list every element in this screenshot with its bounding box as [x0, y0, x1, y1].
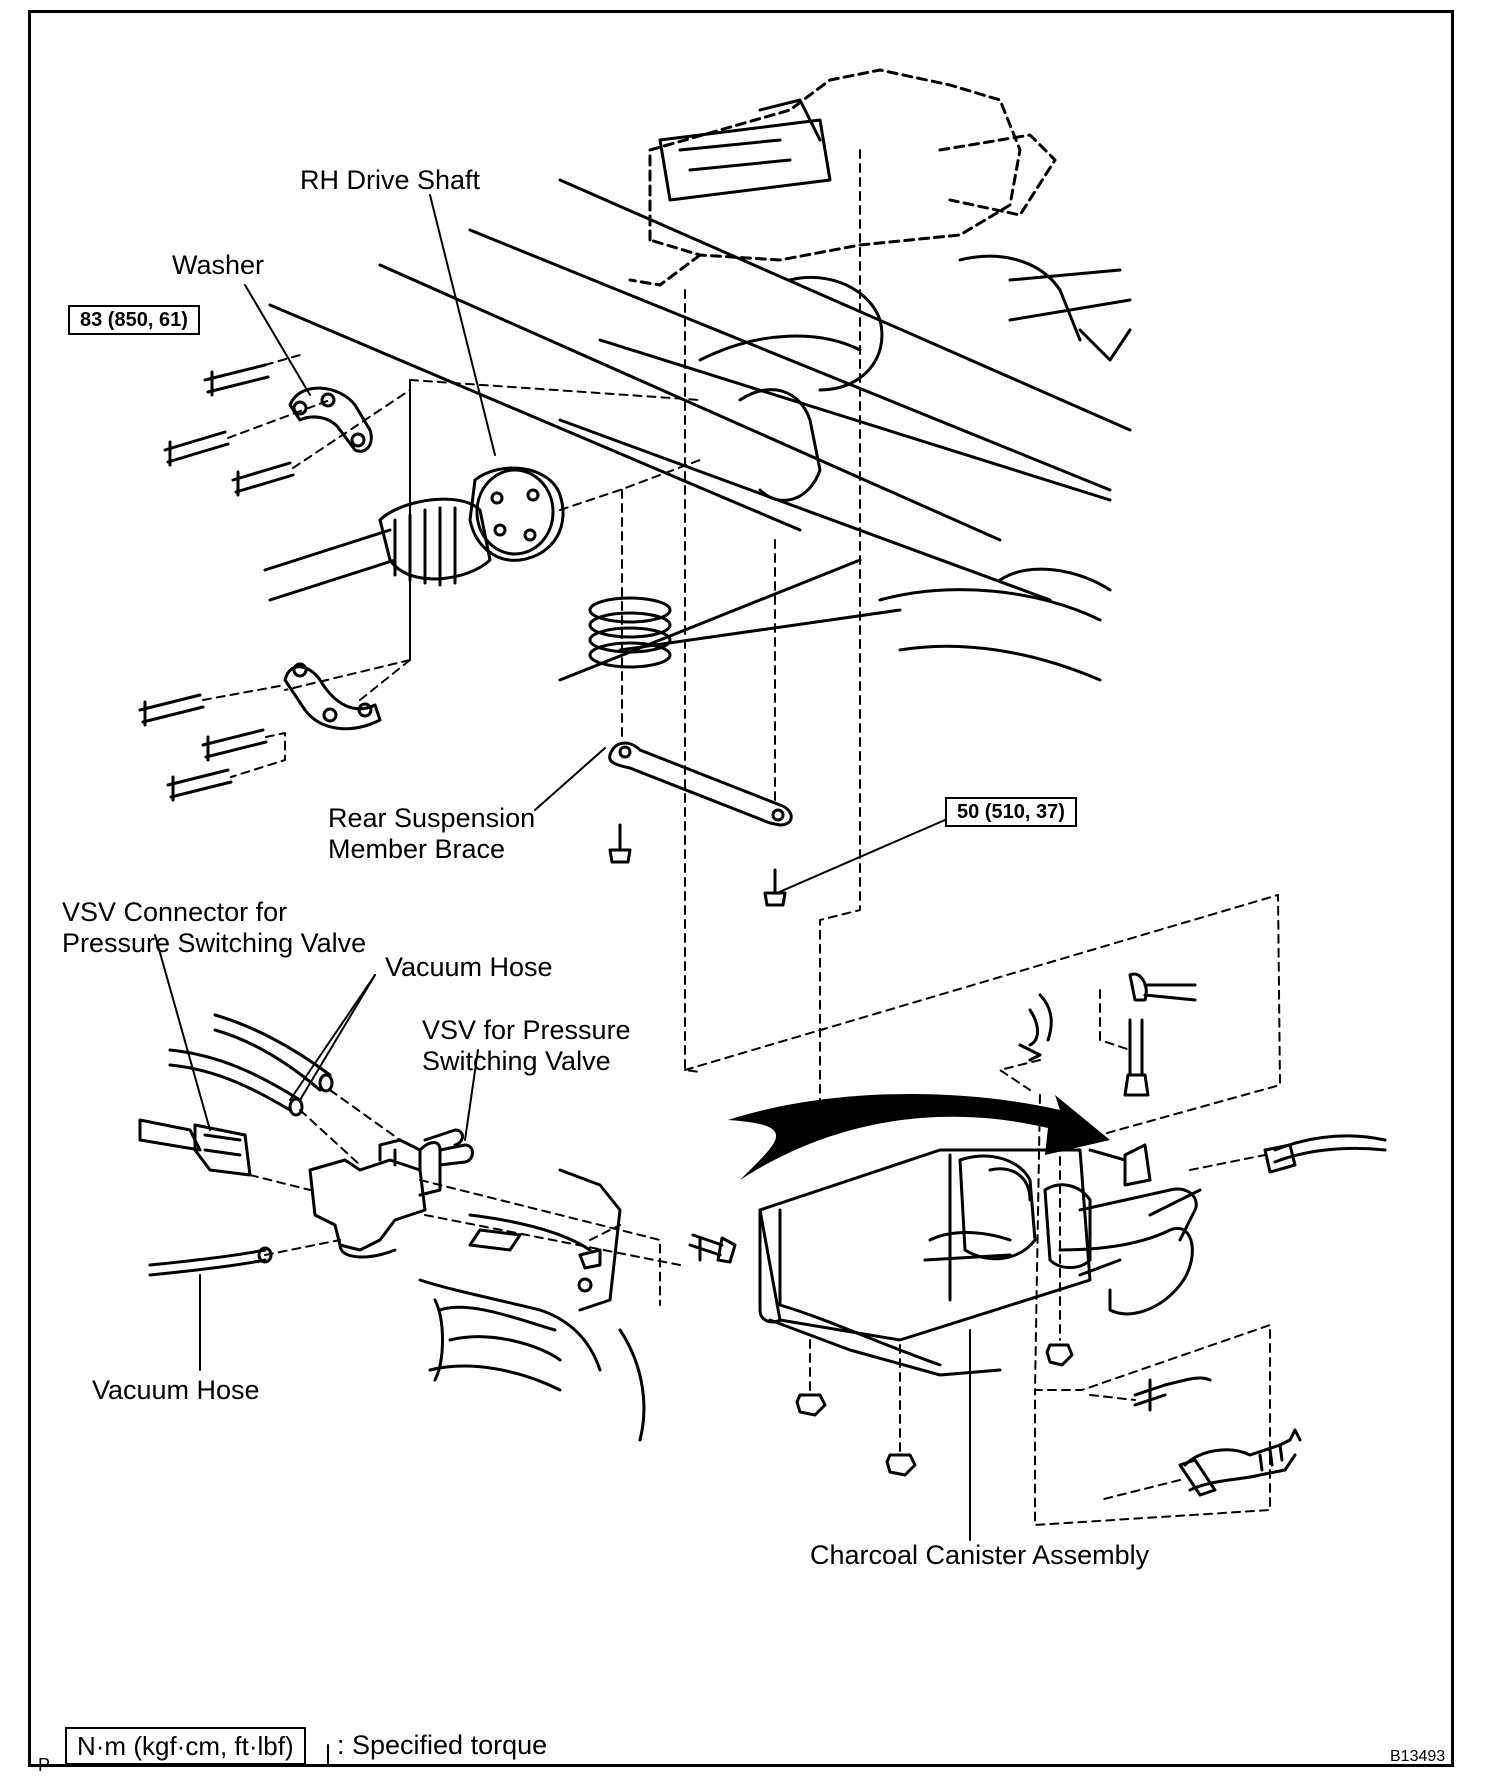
direction-arrow	[728, 1093, 1110, 1180]
label-vsv-valve-line1: VSV for Pressure	[422, 1015, 631, 1045]
label-vacuum-hose-bottom: Vacuum Hose	[92, 1375, 260, 1405]
label-rear-brace-line1: Rear Suspension	[328, 803, 536, 833]
brace-bolts	[608, 823, 787, 907]
vsv-hose-connectors-right	[1018, 972, 1197, 1097]
vsv-connector-plug	[138, 1118, 252, 1177]
figure-id: B13493	[1390, 1748, 1446, 1765]
engine-component-dashed-outline	[628, 68, 1057, 287]
legend-specified-torque: : Specified torque	[337, 1730, 548, 1760]
label-vacuum-hose-top: Vacuum Hose	[385, 952, 553, 982]
vsv-alignment-dashes	[249, 1089, 681, 1306]
charcoal-canister	[758, 1143, 1202, 1377]
label-vsv-connector-line1: VSV Connector for	[62, 897, 288, 927]
right-hose-dashes	[1089, 1154, 1266, 1501]
vsv-pressure-switching-valve	[308, 1128, 474, 1259]
vsv-body-bracket	[418, 1168, 646, 1442]
label-vsv-valve-line2: Switching Valve	[422, 1046, 611, 1076]
rh-drive-shaft	[263, 466, 565, 602]
alignment-dashes-drive-shaft	[202, 354, 701, 778]
canister-mount-bolt	[688, 1233, 737, 1264]
engine-component-details	[658, 98, 832, 202]
label-rh-drive-shaft: RH Drive Shaft	[300, 165, 481, 195]
label-charcoal-canister: Charcoal Canister Assembly	[810, 1540, 1150, 1570]
torque-spec-brace-bolt: 50 (510, 37)	[945, 797, 1077, 827]
label-leader-lines	[154, 194, 971, 1541]
lower-washer-and-bolts	[138, 662, 382, 802]
vacuum-hoses-left	[148, 1013, 334, 1277]
canister-nut-dashes	[809, 1114, 1061, 1453]
diagram-frame	[28, 10, 1454, 1767]
torque-spec-drive-shaft: 83 (850, 61)	[68, 305, 200, 335]
lower-right-hoses	[1133, 1134, 1387, 1497]
upper-washer-and-bolts	[163, 363, 373, 497]
page-marker: P	[38, 1755, 51, 1775]
rear-suspension-member-brace	[608, 741, 793, 827]
torque-unit-legend-box: N·m (kgf·cm, ft·lbf)	[65, 1727, 306, 1765]
label-washer: Washer	[172, 250, 265, 280]
canister-nuts	[795, 1343, 1074, 1477]
label-rear-brace-line2: Member Brace	[328, 834, 506, 864]
label-vsv-connector-line2: Pressure Switching Valve	[62, 928, 367, 958]
coil-spring	[588, 596, 672, 669]
canister-connector-dashed-box	[684, 894, 1281, 1526]
